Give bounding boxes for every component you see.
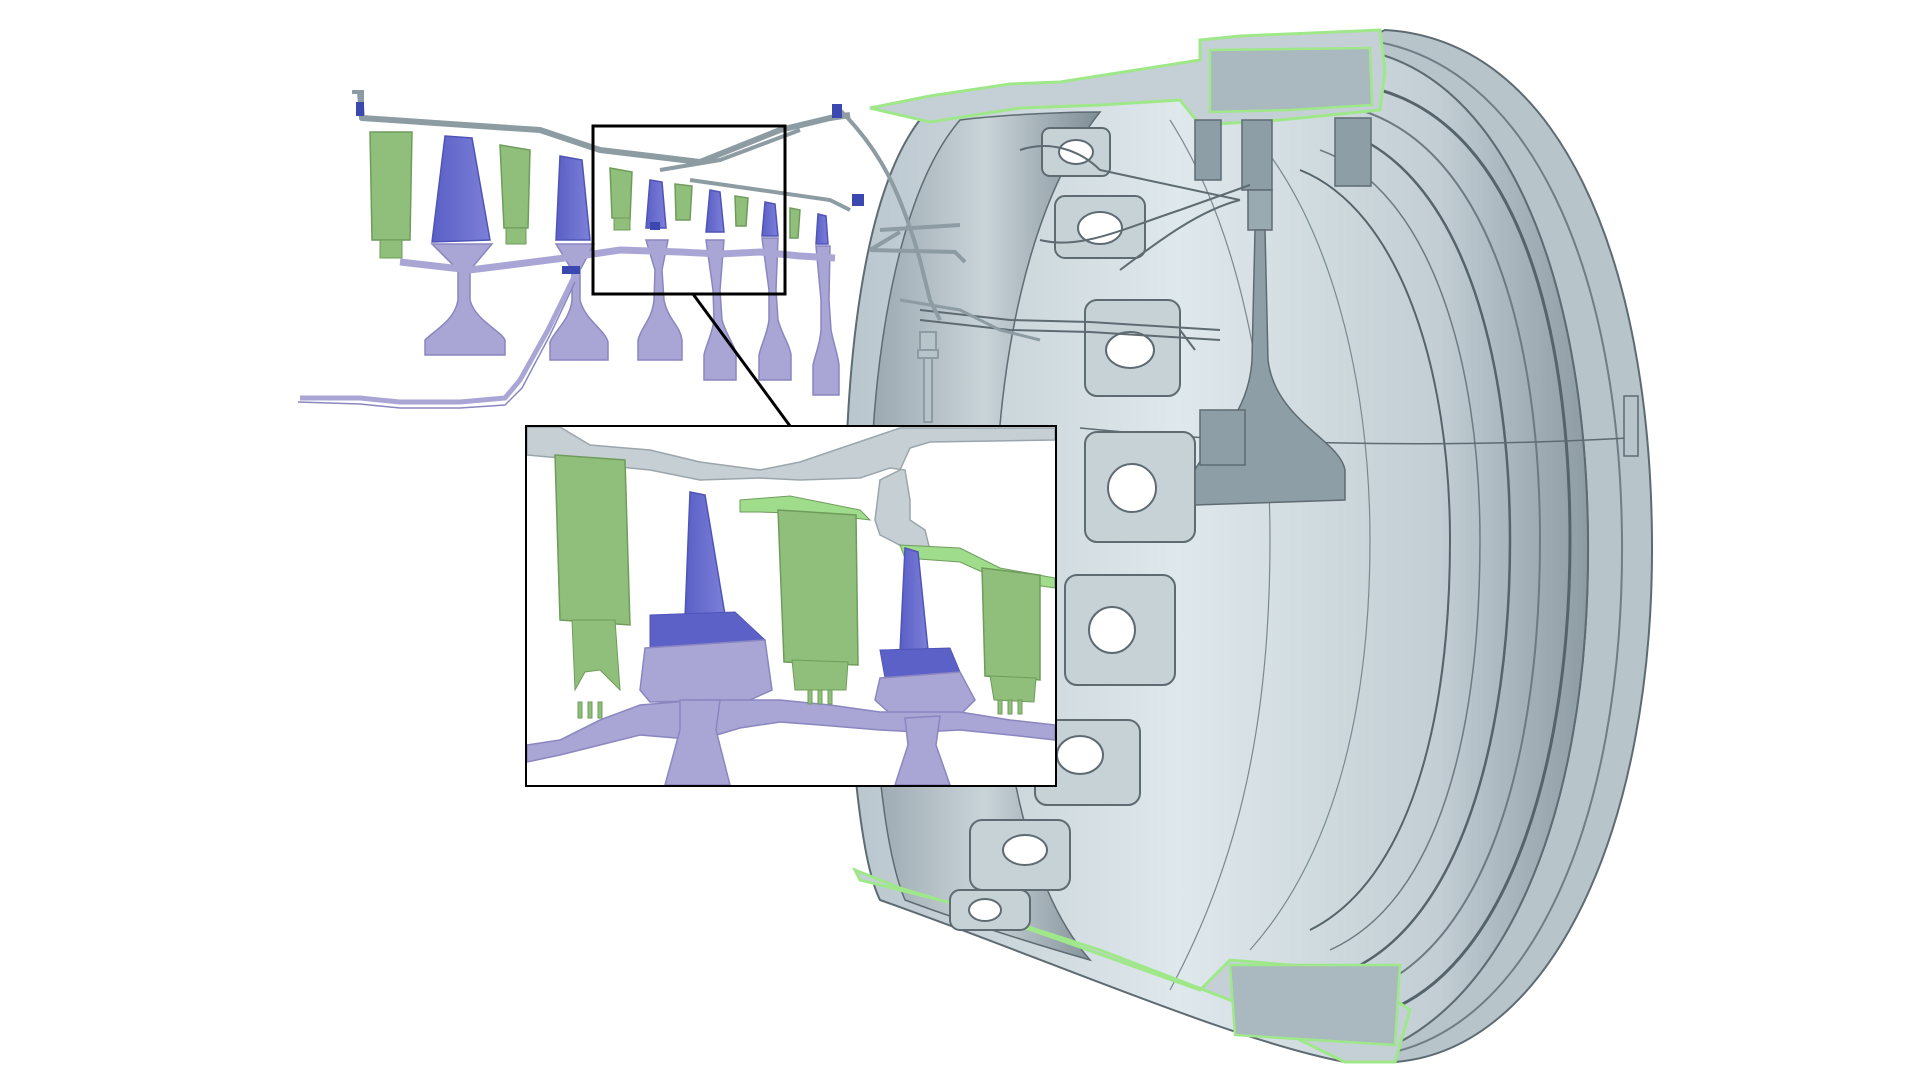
inset-stator-1-foot (571, 619, 621, 692)
disk-4 (703, 239, 737, 381)
stator-vane-6 (789, 207, 801, 239)
inset-stator-3-foot (989, 675, 1037, 703)
casing-ring-1 (1379, 88, 1572, 1012)
section-cut-top-inner (1208, 46, 1374, 114)
inset-vane-legs (577, 689, 1023, 719)
port-4 (1084, 431, 1196, 543)
rotor-blade-4 (705, 189, 725, 233)
selection-box (591, 124, 787, 296)
disk-6 (812, 245, 840, 396)
inset-root-1 (639, 639, 773, 703)
leader-line (691, 293, 792, 427)
seam-tab (1623, 395, 1639, 457)
port-8 (949, 889, 1031, 931)
outlet-duct (838, 108, 942, 321)
disk-3 (637, 239, 683, 361)
exit-struts (868, 223, 967, 264)
disk-2 (549, 243, 609, 361)
inset-stator-2 (777, 509, 859, 666)
port-6 (1034, 719, 1141, 806)
rotor-blade-5 (761, 201, 779, 237)
rotor-blade-2 (555, 155, 591, 241)
stator-vane-5 (734, 195, 749, 227)
inset-stator-1 (554, 454, 631, 626)
rotor-blade-6 (815, 213, 829, 245)
detail-callout (525, 124, 1057, 787)
inset-stator-2-foot (791, 659, 849, 691)
turbine-disk (1194, 117, 1372, 506)
cone-shaft (300, 273, 578, 405)
casing-tubes (919, 145, 1251, 351)
casing-ring-4 (1319, 149, 1481, 951)
detail-inset (525, 425, 1057, 787)
stator-vane-2 (499, 144, 531, 229)
stator-vane-feet (379, 217, 631, 259)
disk-1 (424, 243, 506, 356)
compressor-section (297, 90, 1041, 423)
casing-ring-6 (1249, 129, 1371, 951)
inset-stator-3 (981, 567, 1041, 681)
inset-disk-stem-1 (664, 699, 731, 785)
casing-ring-2 (1359, 109, 1542, 991)
casing-ring-5 (1299, 169, 1452, 931)
port-3 (1084, 299, 1181, 397)
port-5 (1064, 574, 1176, 686)
section-cut-bottom-inner (1228, 963, 1402, 1047)
shroud-tail (689, 178, 851, 212)
rotor-drum (399, 246, 836, 274)
stator-vanes (369, 131, 801, 241)
cone-shaft-edge (297, 281, 576, 409)
rotor-blades (431, 135, 829, 245)
inset-disk-stem-2 (894, 715, 951, 785)
disk-5 (758, 237, 792, 381)
support-arm (899, 298, 1041, 342)
outer-shroud-2 (659, 128, 801, 172)
inset-root-2 (874, 671, 976, 719)
rotor-disks (424, 237, 840, 396)
stator-vane-3 (609, 167, 633, 221)
casing-ring-3 (1339, 128, 1512, 972)
rotor-blade-3 (645, 179, 667, 229)
inset-casing (527, 427, 1055, 551)
outer-shroud (357, 91, 851, 165)
casing-flange-rim (1364, 39, 1624, 1057)
stator-vane-4 (674, 183, 693, 221)
port-7 (969, 819, 1071, 891)
fasteners (356, 102, 864, 274)
casing-ring-7 (1169, 119, 1271, 991)
support-leg (917, 331, 939, 423)
stator-vane-1 (369, 131, 413, 241)
rotor-blade-1 (431, 135, 491, 243)
